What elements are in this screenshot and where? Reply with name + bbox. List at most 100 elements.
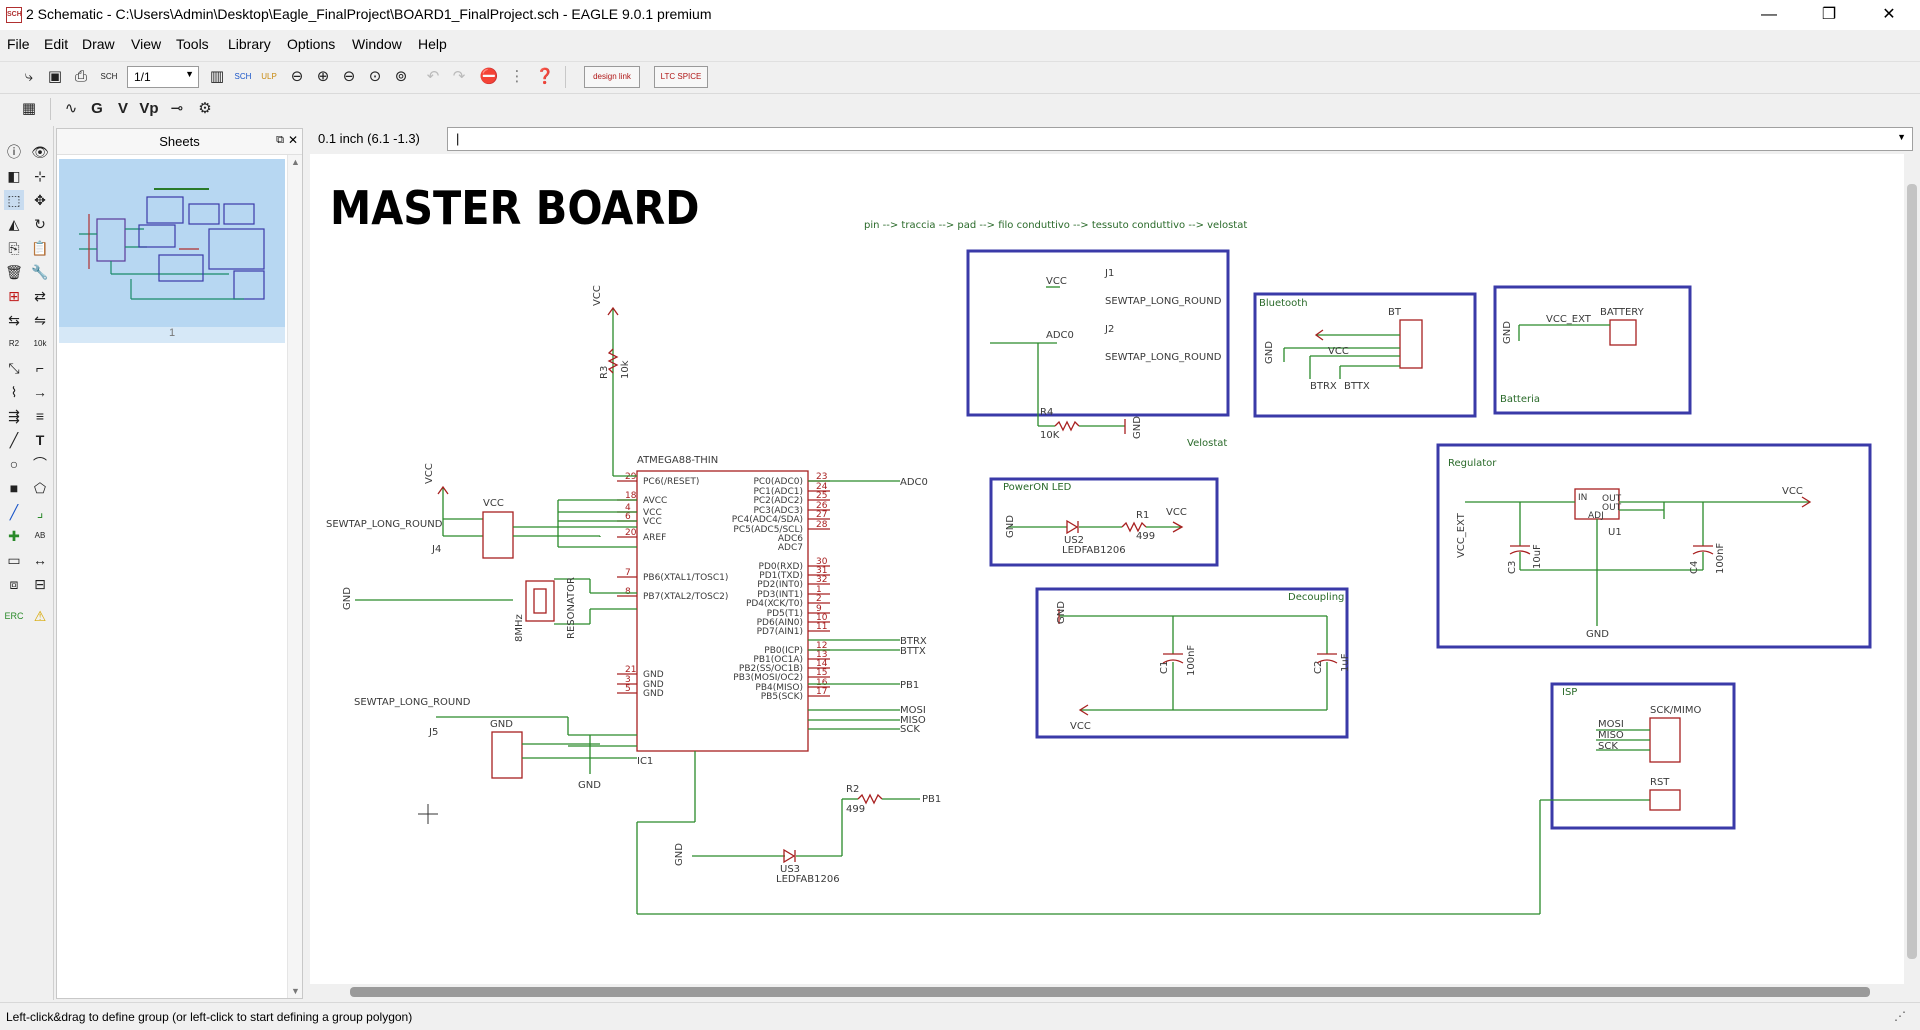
- scroll-down-icon[interactable]: ▼: [291, 986, 300, 996]
- maximize-button[interactable]: ❐: [1821, 6, 1837, 23]
- zoom-fit-icon[interactable]: ⊖: [290, 68, 304, 85]
- move-icon[interactable]: ✥: [34, 192, 46, 208]
- vcc-header[interactable]: [482, 511, 514, 559]
- close-button[interactable]: ✕: [1882, 6, 1896, 23]
- dimension-icon[interactable]: ↔: [33, 552, 47, 568]
- canvas-hscroll-thumb[interactable]: [350, 987, 1870, 997]
- junction-icon[interactable]: ✚: [8, 528, 20, 544]
- erc-icon[interactable]: ERC: [4, 611, 24, 621]
- zoom-in-icon[interactable]: ⊕: [316, 68, 330, 85]
- save-icon[interactable]: ▣: [47, 68, 63, 85]
- value-tool-icon[interactable]: 10k: [33, 339, 47, 348]
- help-icon[interactable]: ❓: [535, 68, 555, 85]
- battery-header[interactable]: [1609, 319, 1637, 346]
- gateswap-icon[interactable]: ⇋: [34, 312, 46, 328]
- ulp-icon[interactable]: ULP: [261, 72, 277, 81]
- canvas-vertical-scrollbar[interactable]: [1904, 154, 1920, 984]
- schematic-canvas[interactable]: .w { stroke:#2a8a2a; stroke-width:1.3; f…: [310, 154, 1912, 984]
- menu-file[interactable]: File: [7, 36, 30, 52]
- arc-icon[interactable]: ⌒: [33, 456, 47, 472]
- mirror-icon[interactable]: ◭: [8, 216, 20, 232]
- value-icon[interactable]: V: [117, 100, 128, 117]
- undo-icon[interactable]: ↶: [426, 68, 440, 85]
- paste-icon[interactable]: 📋: [31, 240, 49, 256]
- miter-tool-icon[interactable]: ⌐: [35, 360, 45, 376]
- zoom-redraw-icon[interactable]: ⊙: [368, 68, 382, 85]
- menu-window[interactable]: Window: [352, 36, 402, 52]
- display-layers-icon[interactable]: ◧: [7, 168, 21, 184]
- open-icon[interactable]: ⤷: [24, 68, 34, 85]
- canvas-horizontal-scrollbar[interactable]: [310, 984, 1904, 1000]
- menu-tools[interactable]: Tools: [176, 36, 209, 52]
- text-icon[interactable]: T: [35, 432, 45, 448]
- optimize-icon[interactable]: ⇶: [8, 408, 20, 424]
- ltc-spice-button[interactable]: LTC SPICE: [654, 66, 708, 88]
- sheets-scrollbar[interactable]: ▲ ▼: [287, 155, 302, 998]
- invoke-icon[interactable]: →: [33, 384, 47, 400]
- rst-header[interactable]: [1649, 789, 1681, 811]
- print-icon[interactable]: ⎙: [74, 68, 87, 85]
- settings-gear-icon[interactable]: ⚙: [198, 100, 212, 117]
- change-icon[interactable]: 🔧: [31, 264, 49, 280]
- isp-header[interactable]: [1649, 717, 1681, 763]
- rect-icon[interactable]: ■: [9, 480, 19, 496]
- bt-header[interactable]: [1399, 319, 1423, 369]
- menu-edit[interactable]: Edit: [44, 36, 69, 52]
- circle-icon[interactable]: ○: [9, 456, 19, 472]
- redo-icon[interactable]: ↷: [452, 68, 466, 85]
- line-icon[interactable]: ╱: [9, 432, 19, 448]
- split-icon[interactable]: ⌇: [10, 384, 18, 400]
- gnd-header[interactable]: [491, 731, 523, 779]
- modules-icon[interactable]: ⊟: [34, 576, 46, 592]
- ic1-body[interactable]: [636, 470, 809, 752]
- sch-icon[interactable]: SCH: [234, 72, 252, 81]
- attribute-icon[interactable]: ▭: [7, 552, 21, 568]
- undock-icon[interactable]: ⧉: [276, 134, 284, 146]
- net-icon[interactable]: ⌟: [36, 504, 44, 520]
- menu-draw[interactable]: Draw: [82, 36, 115, 52]
- group-icon[interactable]: ⬚: [4, 190, 24, 210]
- scroll-up-icon[interactable]: ▲: [291, 157, 300, 167]
- stop-icon[interactable]: ⛔: [479, 68, 499, 85]
- bus-draw-icon[interactable]: ╱: [9, 504, 19, 520]
- go-icon[interactable]: ⋮: [509, 68, 525, 85]
- smash-icon[interactable]: ⤡: [8, 360, 20, 376]
- design-link-button[interactable]: design link: [584, 66, 640, 88]
- frame-icon[interactable]: ⧈: [9, 576, 19, 592]
- info-icon[interactable]: ⓘ: [7, 144, 21, 160]
- sheet-select[interactable]: 1/1▼: [127, 66, 199, 88]
- menu-library[interactable]: Library: [228, 36, 271, 52]
- polygon-icon[interactable]: ⬠: [33, 480, 47, 496]
- rotate-icon[interactable]: ↻: [34, 216, 46, 232]
- pin-value-icon[interactable]: Vp: [139, 100, 159, 117]
- show-icon[interactable]: 👁: [31, 144, 49, 160]
- resonator[interactable]: [525, 580, 555, 622]
- sheet-list-icon[interactable]: ▥: [209, 68, 225, 85]
- zoom-select-icon[interactable]: ⊚: [394, 68, 408, 85]
- command-input[interactable]: | ▼: [447, 127, 1913, 151]
- name-icon[interactable]: R2: [8, 339, 20, 348]
- bus-icon[interactable]: ≡: [35, 408, 45, 424]
- menu-help[interactable]: Help: [418, 36, 447, 52]
- command-history-chevron-icon[interactable]: ▼: [1897, 132, 1906, 142]
- copy-icon[interactable]: ⎘: [8, 240, 20, 256]
- menu-view[interactable]: View: [131, 36, 162, 52]
- grid-icon[interactable]: ▦: [21, 100, 37, 117]
- minimize-button[interactable]: —: [1761, 6, 1777, 23]
- mark-icon[interactable]: ⊹: [34, 168, 46, 184]
- panel-close-icon[interactable]: ✕: [287, 133, 298, 147]
- menu-options[interactable]: Options: [287, 36, 336, 52]
- delete-icon[interactable]: 🗑: [5, 264, 23, 280]
- miter-icon[interactable]: G: [91, 100, 103, 117]
- label-icon[interactable]: AB: [34, 531, 46, 540]
- add-part-icon[interactable]: ⊞: [8, 288, 20, 304]
- errors-warning-icon[interactable]: ⚠: [33, 608, 47, 624]
- canvas-vscroll-thumb[interactable]: [1907, 184, 1917, 959]
- replace-icon[interactable]: ⇄: [34, 288, 46, 304]
- sch-brd-switch-icon[interactable]: SCH: [100, 72, 118, 81]
- sheet-thumbnail[interactable]: [59, 159, 285, 327]
- pinswap-icon[interactable]: ⇆: [8, 312, 20, 328]
- net-class-icon[interactable]: ⊸: [170, 100, 184, 117]
- wire-style-icon[interactable]: ∿: [64, 100, 78, 117]
- zoom-out-icon[interactable]: ⊖: [342, 68, 356, 85]
